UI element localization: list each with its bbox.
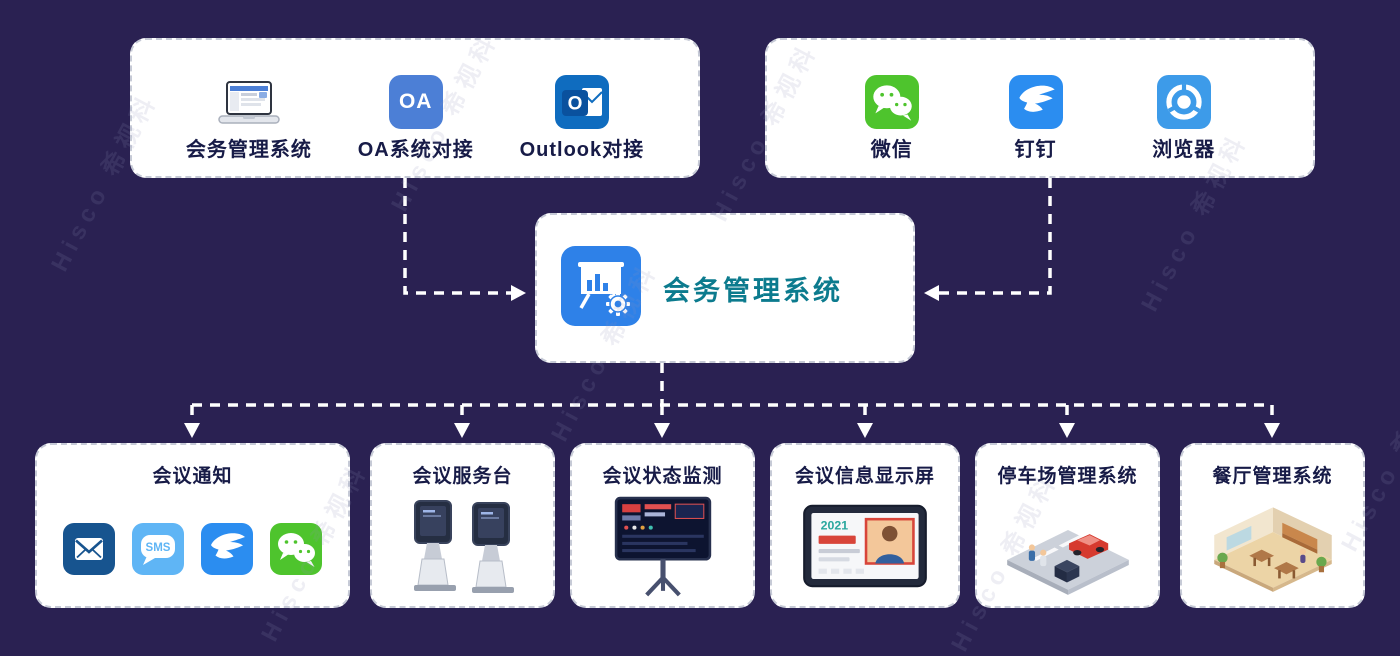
outlook-icon: O (554, 71, 609, 129)
node-oa-integration: OA OA系统对接 (358, 71, 474, 160)
node-label: 会务管理系统 (185, 139, 312, 161)
arrow-right-to-center (924, 178, 1052, 301)
monitor-illustration (572, 488, 753, 606)
panel-title: 会议状态监测 (602, 466, 723, 487)
node-label: OA系统对接 (357, 139, 474, 161)
laptop-dashboard-icon (213, 71, 285, 129)
arrow-left-to-center (403, 178, 526, 301)
panel-external-channels: 微信 钉钉 浏览器 (765, 38, 1315, 178)
panel-restaurant-system: 餐厅管理系统 (1180, 443, 1365, 608)
node-browser: 浏览器 (1152, 71, 1215, 160)
node-label: 浏览器 (1152, 139, 1216, 161)
wechat-icon (864, 71, 919, 129)
panel-title: 会议通知 (152, 466, 233, 487)
wechat-icon (270, 523, 322, 575)
node-outlook-integration: O Outlook对接 (520, 71, 645, 160)
panel-meeting-mgmt-hub: 会务管理系统 (535, 213, 915, 363)
node-dingtalk: 钉钉 (1008, 71, 1063, 161)
panel-status-monitor: 会议状态监测 (570, 443, 755, 608)
kiosk-illustration (372, 488, 553, 606)
node-meeting-mgmt-client: 会务管理系统 (186, 71, 312, 160)
parking-illustration (977, 488, 1158, 606)
tablet-illustration: 2021 (772, 488, 958, 606)
browser-icon (1156, 71, 1211, 129)
node-label: 钉钉 (1014, 139, 1057, 161)
panel-title: 停车场管理系统 (997, 466, 1138, 487)
dingtalk-icon (201, 523, 253, 575)
node-label: Outlook对接 (519, 139, 645, 161)
oa-icon-text: OA (398, 90, 433, 113)
svg-text:2021: 2021 (821, 518, 849, 532)
panel-internal-systems: 会务管理系统 OA OA系统对接 O Outlook对接 (130, 38, 700, 178)
presentation-gear-icon (561, 245, 641, 331)
svg-text:O: O (567, 94, 582, 115)
panel-meeting-notification: 会议通知 SMS (35, 443, 350, 608)
hub-title: 会务管理系统 (663, 275, 843, 306)
notification-channel-icons: SMS (63, 523, 322, 575)
panel-title: 餐厅管理系统 (1212, 466, 1333, 487)
panel-title: 会议服务台 (412, 466, 513, 487)
restaurant-illustration (1182, 488, 1363, 606)
panel-parking-system: 停车场管理系统 (975, 443, 1160, 608)
oa-icon: OA (388, 71, 443, 129)
sms-icon: SMS (132, 523, 184, 575)
panel-info-display: 会议信息显示屏 2021 (770, 443, 960, 608)
svg-text:SMS: SMS (146, 542, 171, 554)
panel-service-desk: 会议服务台 (370, 443, 555, 608)
node-wechat: 微信 (864, 71, 919, 161)
panel-title: 会议信息显示屏 (794, 466, 935, 487)
dingtalk-icon (1008, 71, 1063, 129)
node-label: 微信 (870, 139, 913, 161)
email-icon (63, 523, 115, 575)
